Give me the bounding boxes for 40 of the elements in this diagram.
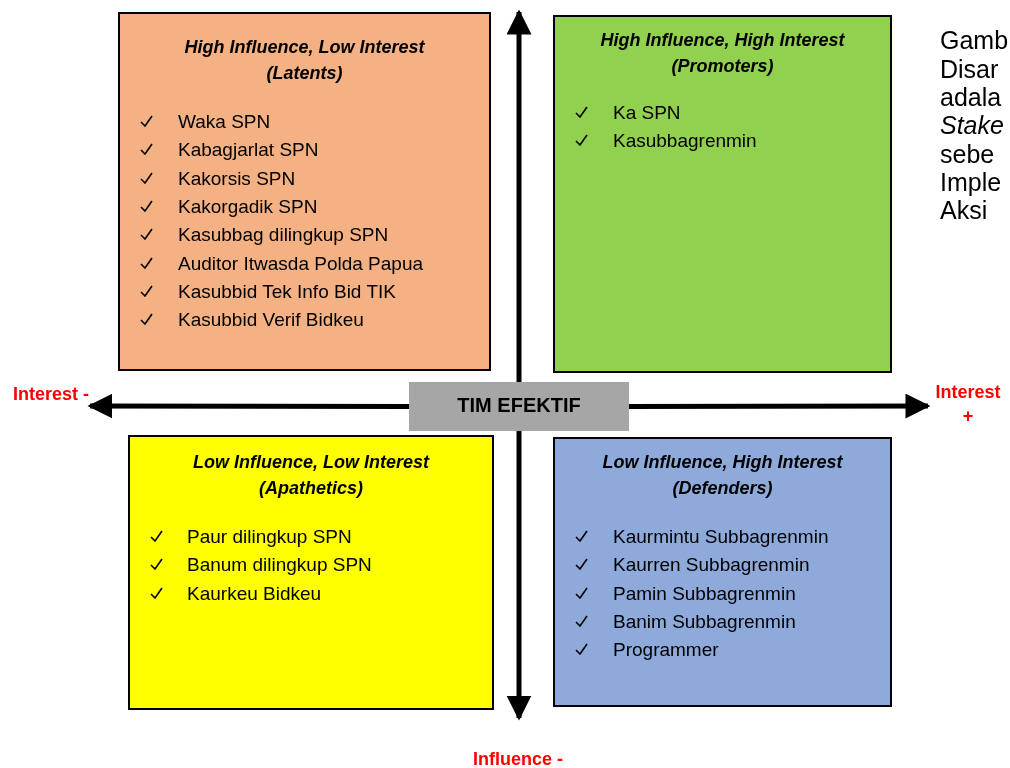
quadrant-heading: Low Influence, Low Interest (Apathetics)	[192, 451, 431, 500]
center-label-box	[409, 382, 629, 431]
list-item: Auditor Itwasda Polda Papua	[178, 251, 424, 276]
list-item: Banim Subbagrenmin	[613, 609, 796, 634]
quadrant-box	[553, 15, 892, 373]
quadrant-box	[128, 435, 494, 710]
axis-label: Influence -	[473, 749, 563, 768]
quadrant-heading: High Influence, Low Interest (Latents)	[183, 36, 426, 85]
desc-text: Imple	[940, 168, 1002, 197]
list-item: Kasubbid Tek Info Bid TIK	[178, 279, 396, 304]
quadrant-heading: High Influence, High Interest (Promoters)	[599, 29, 846, 78]
list-item: Pamin Subbagrenmin	[613, 581, 796, 606]
desc-text: adala	[940, 83, 1002, 112]
list-item: Kasubbid Verif Bidkeu	[178, 308, 364, 333]
quadrant-box	[553, 437, 892, 707]
list-item: Kaurmintu Subbagrenmin	[613, 525, 829, 549]
list-item: Waka SPN	[178, 110, 271, 134]
center-label: TIM EFEKTIF	[456, 394, 582, 417]
desc-text: Aksi	[940, 196, 988, 225]
arrow	[87, 393, 409, 419]
axis-label: Interest +	[928, 380, 1008, 428]
list-item: Kasubbag dilingkup SPN	[178, 223, 389, 248]
list-item: Kakorgadik SPN	[178, 194, 318, 219]
list-item: Kakorsis SPN	[178, 166, 296, 191]
desc-text: sebe	[940, 140, 995, 169]
list-item: Banum dilingkup SPN	[187, 553, 372, 578]
quadrant-heading: Low Influence, High Interest (Defenders)	[601, 451, 844, 500]
list-item: Paur dilingkup SPN	[187, 525, 352, 549]
axis-label: Interest -	[12, 382, 90, 406]
list-item: Kasubbagrenmin	[613, 129, 757, 154]
arrow	[629, 393, 931, 419]
desc-text: Stake	[940, 111, 1004, 140]
quadrant-box	[118, 12, 491, 371]
list-item: Kaurkeu Bidkeu	[187, 581, 322, 606]
desc-text: Disar	[940, 55, 999, 84]
desc-text: Gamb	[940, 26, 1009, 55]
list-item: Programmer	[613, 638, 719, 663]
list-item: Ka SPN	[613, 101, 681, 125]
list-item: Kaurren Subbagrenmin	[613, 553, 810, 578]
list-item: Kabagjarlat SPN	[178, 138, 319, 163]
